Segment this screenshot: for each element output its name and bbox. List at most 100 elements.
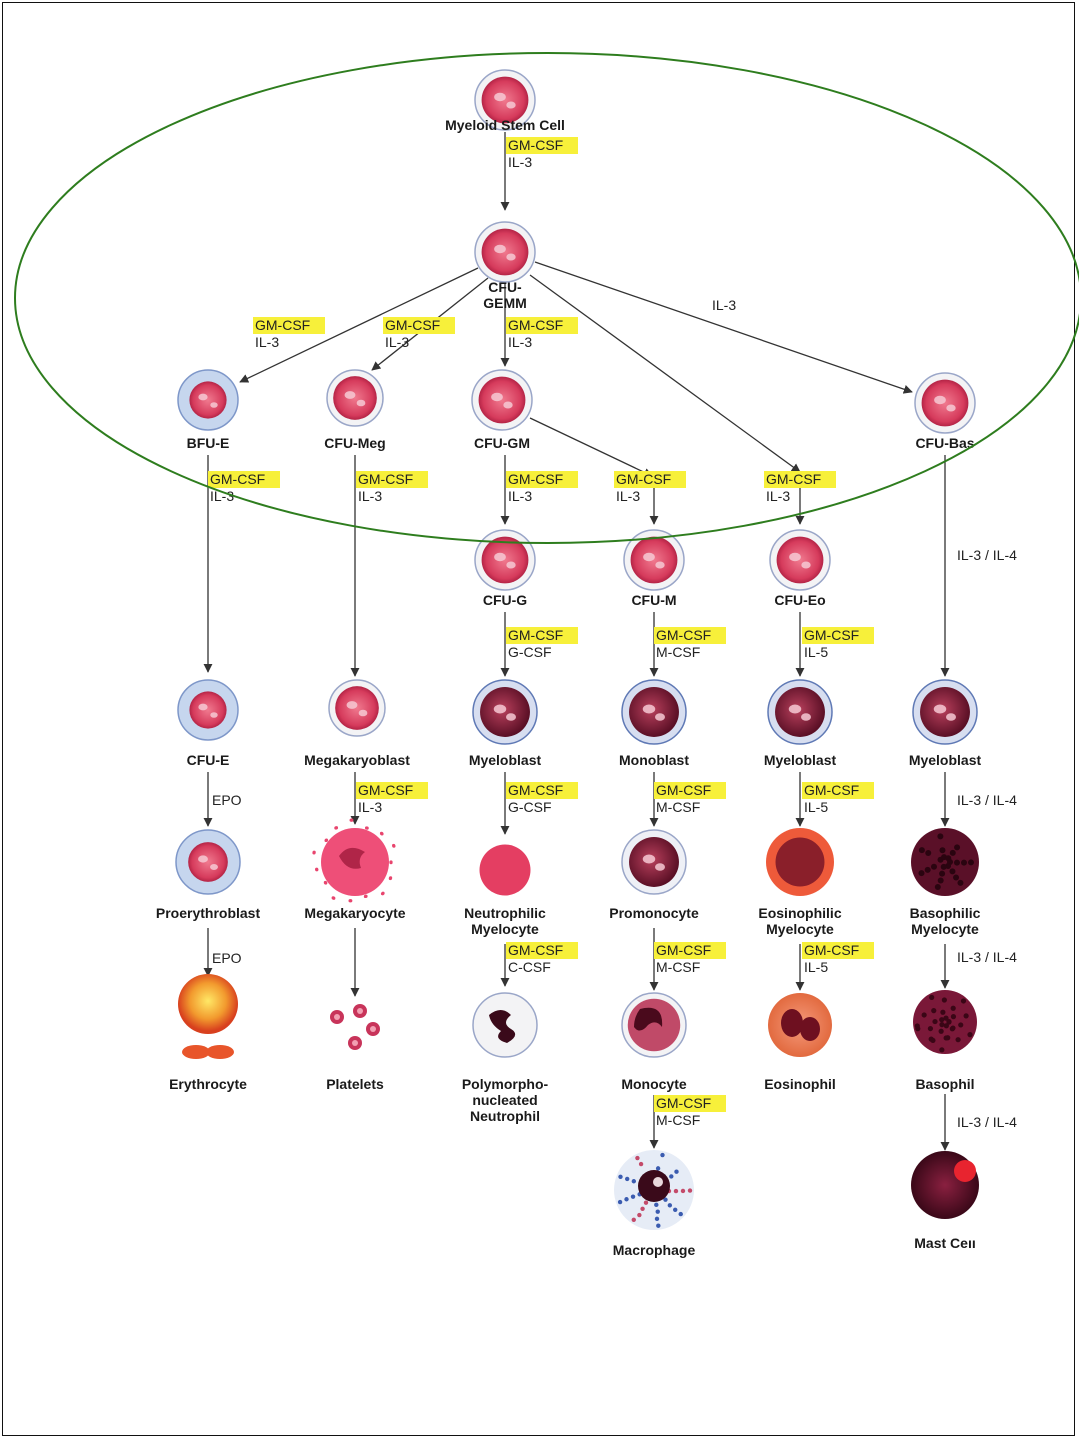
factor-highlight xyxy=(506,627,578,644)
basophil-label: Basophil xyxy=(915,1076,974,1092)
mast-cell-label: Mast Ceıı xyxy=(914,1235,975,1251)
arrow xyxy=(239,267,479,383)
cfu-m-cell-image xyxy=(623,529,685,591)
factor-highlight xyxy=(383,317,455,334)
megakaryoblast-to-megakaryocyte-factor-label: IL-3 xyxy=(358,799,382,815)
cfu-e-cell-image xyxy=(177,679,239,741)
macrophage-cell-image xyxy=(614,1150,694,1230)
promonocyte-label: Promonocyte xyxy=(609,905,699,921)
gemm-to-eo-factor-label: GM-CSF xyxy=(766,471,821,487)
gemm-to-gm-factor-label: IL-3 xyxy=(508,334,532,350)
megakaryocyte-label: Megakaryocyte xyxy=(304,905,405,921)
eosinophilic-myelocyte-label: Eosinophilic xyxy=(758,905,841,921)
neutmyelo-to-neut-factor-label: GM-CSF xyxy=(508,942,563,958)
factor-highlight xyxy=(764,471,836,488)
mono-to-macro-factor-label: M-CSF xyxy=(656,1112,700,1128)
stem-cell-image xyxy=(474,69,536,131)
cfu-eo-label: CFU-Eo xyxy=(774,592,825,608)
gemm-to-meg-factor-label: IL-3 xyxy=(385,334,409,350)
proery-to-ery-factor-label: EPO xyxy=(212,950,242,966)
promono-to-mono-factor-label: M-CSF xyxy=(656,959,700,975)
meg-to-megakaryoblast-factor-label: GM-CSF xyxy=(358,471,413,487)
cfu-gm-cell-image xyxy=(471,369,533,431)
megakaryoblast-label: Megakaryoblast xyxy=(304,752,410,768)
factors-layer: GM-CSFIL-3GM-CSFIL-3GM-CSFIL-3GM-CSFIL-3… xyxy=(208,137,1017,1130)
myeloblast-to-eosmyelo-factor-label: GM-CSF xyxy=(804,782,859,798)
monoblast-label: Monoblast xyxy=(619,752,689,768)
mast-cell-cell-image xyxy=(911,1151,979,1219)
cfu-bas-cell-image xyxy=(914,372,976,434)
gm-to-g-factor-label: GM-CSF xyxy=(508,471,563,487)
myeloblast-eo-label: Myeloblast xyxy=(764,752,837,768)
gm-to-m-factor-label: IL-3 xyxy=(616,488,640,504)
proerythroblast-label: Proerythroblast xyxy=(156,905,261,921)
eo-to-myeloblast-factor-label: IL-5 xyxy=(804,644,828,660)
myeloblast-to-basmyelo-factor-label: IL-3 / IL-4 xyxy=(957,792,1017,808)
cfu-gm-label: CFU-GM xyxy=(474,435,530,451)
monoblast-to-promono-factor-label: GM-CSF xyxy=(656,782,711,798)
platelets-label: Platelets xyxy=(326,1076,384,1092)
factor-highlight xyxy=(802,782,874,799)
arrow xyxy=(529,417,653,477)
cfu-gemm-label: GEMM xyxy=(483,295,527,311)
factor-highlight xyxy=(802,942,874,959)
factor-highlight xyxy=(802,627,874,644)
neutrophil-label: Polymorpho- xyxy=(462,1076,549,1092)
erythrocyte-cell-image xyxy=(178,974,238,1059)
myeloblast-to-eosmyelo-factor-label: IL-5 xyxy=(804,799,828,815)
myeloblast-g-cell-image xyxy=(472,679,538,745)
arrow xyxy=(529,274,801,473)
bfue-to-cfue-factor-label: GM-CSF xyxy=(210,471,265,487)
eosinophilic-myelocyte-label: Myelocyte xyxy=(766,921,834,937)
eo-to-myeloblast-factor-label: GM-CSF xyxy=(804,627,859,643)
monocyte-label: Monocyte xyxy=(621,1076,687,1092)
bfue-to-cfue-factor-label: IL-3 xyxy=(210,488,234,504)
cfu-bas-label: CFU-Bas xyxy=(915,435,974,451)
cfu-m-label: CFU-M xyxy=(631,592,676,608)
cfu-e-label: CFU-E xyxy=(187,752,230,768)
factor-highlight xyxy=(356,471,428,488)
myeloblast-to-neutmyelo-factor-label: G-CSF xyxy=(508,799,552,815)
neutrophilic-myelocyte-label: Myelocyte xyxy=(471,921,539,937)
mono-to-macro-factor-label: GM-CSF xyxy=(656,1095,711,1111)
cfue-to-proery-factor-label: EPO xyxy=(212,792,242,808)
promono-to-mono-factor-label: GM-CSF xyxy=(656,942,711,958)
basmyelo-to-bas-factor-label: IL-3 / IL-4 xyxy=(957,949,1017,965)
highlight-ellipse xyxy=(14,52,1079,544)
stem-to-gemm-factor-label: IL-3 xyxy=(508,154,532,170)
stem-to-gemm-factor-label: GM-CSF xyxy=(508,137,563,153)
neutmyelo-to-neut-factor-label: C-CSF xyxy=(508,959,551,975)
bas-to-mast-factor-label: IL-3 / IL-4 xyxy=(957,1114,1017,1130)
gemm-to-bas-factor-label: IL-3 xyxy=(712,297,736,313)
basophilic-myelocyte-cell-image xyxy=(911,828,979,896)
bfu-e-cell-image xyxy=(177,369,239,431)
arrows-layer xyxy=(203,132,950,1151)
megakaryoblast-cell-image xyxy=(328,679,386,737)
arrow xyxy=(534,261,913,394)
monoblast-cell-image xyxy=(621,679,687,745)
myeloblast-g-label: Myeloblast xyxy=(469,752,542,768)
factor-highlight xyxy=(208,471,280,488)
neutrophilic-myelocyte-cell-image xyxy=(479,844,531,896)
neutrophil-cell-image xyxy=(472,992,538,1058)
platelets-cell-image xyxy=(330,1004,380,1050)
eosinophilic-myelocyte-cell-image xyxy=(766,828,834,896)
basophilic-myelocyte-label: Myelocyte xyxy=(911,921,979,937)
gemm-to-gm-factor-label: GM-CSF xyxy=(508,317,563,333)
macrophage-label: Macrophage xyxy=(613,1242,696,1258)
factor-highlight xyxy=(506,471,578,488)
factor-highlight xyxy=(506,942,578,959)
cfu-gemm-label: CFU- xyxy=(488,279,522,295)
factor-highlight xyxy=(654,1095,726,1112)
factor-highlight xyxy=(506,137,578,154)
gemm-to-eo-factor-label: IL-3 xyxy=(766,488,790,504)
eosinophil-cell-image xyxy=(768,993,832,1057)
factor-highlight xyxy=(356,782,428,799)
cfu-g-cell-image xyxy=(474,529,536,591)
factor-highlight xyxy=(654,782,726,799)
cfu-meg-cell-image xyxy=(326,369,384,427)
factor-highlight xyxy=(506,782,578,799)
